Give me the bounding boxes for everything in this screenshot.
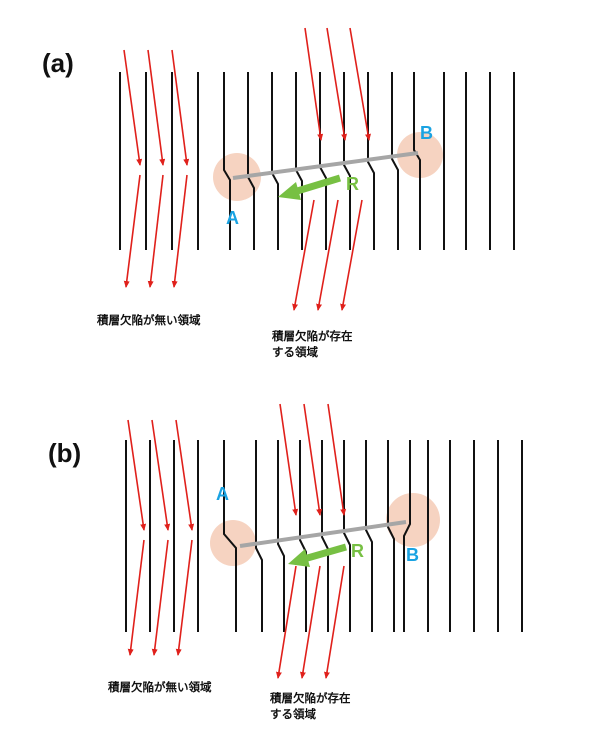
point-b-label: B (420, 123, 433, 143)
lattice-plane (403, 440, 411, 632)
beams-no-fault (123, 49, 190, 288)
incident-beam (175, 419, 195, 531)
region-no-fault-label: 積層欠陥が無い領域 (107, 680, 212, 694)
point-a-label: A (226, 208, 239, 228)
displacement-arrow (292, 174, 342, 196)
partial-dislocation-b-highlight (386, 493, 440, 547)
incident-beam (326, 27, 348, 141)
diffracted-beam (292, 199, 315, 311)
lattice-plane (277, 440, 285, 632)
beams-no-fault (127, 419, 195, 656)
incident-beam (303, 403, 323, 516)
diffracted-beam (171, 174, 188, 288)
lattice-plane (391, 72, 399, 250)
displacement-arrow (303, 543, 347, 563)
diffracted-beam (151, 539, 169, 656)
vector-r-label: R (346, 174, 359, 194)
panel-a-label: (a) (42, 48, 74, 78)
beams-fault (292, 27, 371, 311)
diffracted-beam (127, 539, 145, 656)
incident-beam (349, 27, 371, 141)
diffracted-beam (316, 199, 339, 311)
displacement-arrow-head (278, 182, 301, 200)
incident-beam (171, 49, 190, 166)
stacking-fault-line (239, 520, 407, 548)
region-fault-label-line1: 積層欠陥が存在 (271, 329, 353, 343)
point-b-label: B (406, 545, 419, 565)
lattice-plane (343, 440, 351, 632)
panel-b: (b) (48, 403, 523, 721)
incident-beam (127, 419, 147, 531)
diffracted-beam (175, 539, 193, 656)
lattice-plane (223, 72, 231, 250)
diffracted-beam (340, 199, 363, 311)
lattice-plane (319, 72, 327, 250)
region-fault-label-line1: 積層欠陥が存在 (269, 691, 351, 705)
region-fault-label-line2: する領域 (272, 345, 318, 359)
lattice-plane (365, 440, 373, 632)
incident-beam (327, 403, 347, 516)
lattice-plane (271, 72, 279, 250)
lattice-plane (223, 440, 237, 632)
region-fault-label-line2: する領域 (270, 707, 316, 721)
lattice-plane (255, 440, 263, 632)
lattice-plane (387, 440, 395, 632)
lattice-planes (119, 72, 515, 250)
panel-a: (a) (42, 27, 515, 359)
incident-beam (147, 49, 166, 166)
displacement-arrow-head (288, 549, 310, 567)
region-no-fault-label: 積層欠陥が無い領域 (96, 313, 201, 327)
lattice-plane (299, 440, 307, 632)
vector-r-label: R (351, 541, 364, 561)
lattice-plane (321, 440, 329, 632)
lattice-planes (125, 440, 523, 632)
lattice-plane (367, 72, 375, 250)
incident-beam (123, 49, 143, 166)
panel-b-label: (b) (48, 438, 81, 468)
diffracted-beam (275, 565, 297, 679)
beams-fault (275, 403, 347, 679)
partial-dislocation-b-highlight (397, 132, 443, 178)
diffracted-beam (123, 174, 141, 288)
stacking-fault-line (232, 151, 419, 180)
diffracted-beam (147, 174, 164, 288)
lattice-plane (247, 72, 255, 250)
incident-beam (304, 27, 324, 141)
diffracted-beam (299, 565, 321, 679)
point-a-label: A (216, 484, 229, 504)
diffracted-beam (323, 565, 345, 679)
lattice-plane (343, 72, 351, 250)
lattice-plane (295, 72, 303, 250)
incident-beam (279, 403, 299, 516)
incident-beam (151, 419, 171, 531)
